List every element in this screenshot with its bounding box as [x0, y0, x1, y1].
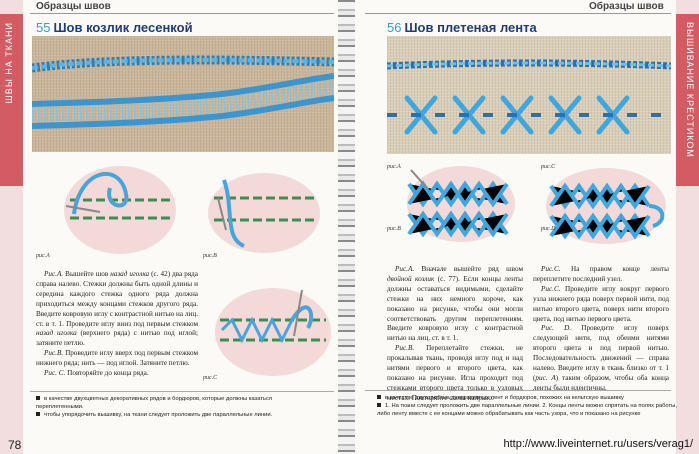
stitch-title: Шов плетеная лента: [404, 20, 537, 35]
paragraph: Рис.С. Проведите иглу вокруг первого узл…: [533, 284, 669, 323]
paragraph: Рис.С. На правом конце ленты переплетите…: [533, 265, 669, 283]
figure-b-label: рис.В: [387, 226, 401, 232]
figure-a: [405, 164, 517, 244]
watermark-link[interactable]: http://www.liveinternet.ru/users/verag1/: [503, 438, 693, 450]
stitch-photo: [387, 36, 671, 154]
figure-a-label: рис.А: [387, 164, 401, 170]
figure-a-graphic: [407, 166, 515, 242]
figure-c-label: рис.С: [203, 375, 218, 381]
figure-c: [543, 166, 669, 246]
figure-c: [212, 284, 334, 380]
figure-a: [60, 158, 180, 258]
footnotes: в качестве двухцветных декоративных лент…: [377, 394, 677, 418]
paragraph: Рис.В. Переплетайте стежки, не прокалыва…: [387, 344, 523, 402]
bullet-icon: [36, 412, 40, 417]
paragraph: Рис. С. Повторяйте до конца ряда.: [44, 369, 149, 378]
figure-c-label: рис.С: [541, 164, 556, 170]
stitch-sample-graphic: [387, 59, 671, 135]
paragraph: Рис.А. Вышейте шов назад иголка (с. 42) …: [36, 270, 198, 348]
footnotes: в качестве двухцветных декоративных рядо…: [36, 395, 318, 419]
figure-b-graphic: [208, 173, 320, 253]
stitch-number: 56: [387, 20, 402, 35]
paragraph: Рис.В. Проведите иглу вверх под первым с…: [36, 349, 198, 368]
footnote: 1. На ткани следует проложить две паралл…: [377, 403, 677, 417]
footnote: чтобы упорядочить вышивку, на ткани след…: [36, 411, 318, 419]
paragraph: Рис.А. Вначале вышейте ряд швом двойной …: [387, 265, 524, 343]
footnote: в качестве двухцветных декоративных рядо…: [36, 396, 273, 410]
instructions-col-1: Рис.А. Вначале вышейте ряд швом двойной …: [387, 265, 523, 404]
spiral-binding: [338, 0, 360, 454]
figure-c-graphic: [546, 168, 666, 244]
figure-b: [204, 168, 324, 258]
figure-d-label: рис.D: [541, 226, 556, 232]
stitch-title: Шов козлик лесенкой: [53, 20, 193, 35]
stitch-number: 55: [36, 20, 51, 35]
figure-c-graphic: [215, 288, 331, 376]
bullet-icon: [377, 395, 381, 400]
figure-b-label: рис.В: [203, 253, 217, 259]
figure-a-label: рис.А: [36, 253, 50, 259]
section-title: Образцы швов: [589, 1, 664, 12]
instructions-text: Рис.А. Вышейте шов назад иголка (с. 42) …: [36, 270, 198, 379]
paragraph: Рис. D. Проведите иглу поверх следующей …: [533, 324, 669, 392]
figure-a-graphic: [64, 166, 176, 254]
section-title: Образцы швов: [36, 1, 111, 12]
page-number: 78: [8, 438, 22, 452]
bullet-icon: [36, 396, 40, 401]
side-tab-label: Вышивание крестиком: [685, 22, 695, 158]
side-tab-left: Швы на ткани: [0, 0, 23, 454]
instructions-col-2: Рис.С. На правом конце ленты переплетите…: [533, 265, 669, 394]
bullet-icon: [377, 403, 381, 408]
footnote: в качестве двухцветных декоративных лент…: [377, 394, 677, 402]
side-tab-label: Швы на ткани: [4, 22, 14, 104]
stitch-sample-graphic: [32, 55, 334, 129]
side-tab-right: Вышивание крестиком: [676, 0, 699, 454]
stitch-photo: [32, 36, 334, 152]
